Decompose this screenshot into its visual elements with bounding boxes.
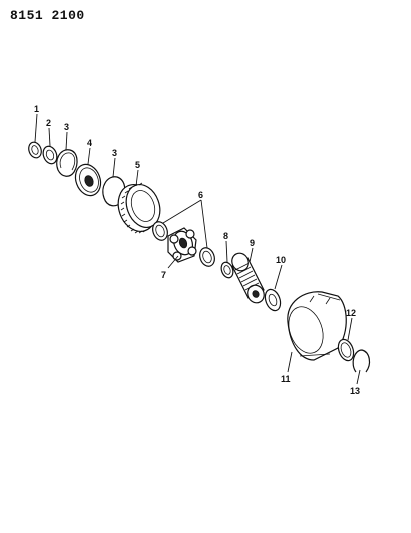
part-7-planet-carrier [167, 227, 197, 263]
part-2-bearing [42, 145, 58, 165]
part-8-washer [220, 261, 234, 279]
callout-6: 6 [198, 190, 203, 200]
callout-7: 7 [161, 270, 166, 280]
callout-10: 10 [276, 255, 286, 265]
part-4-disc [74, 163, 102, 197]
callout-1: 1 [34, 104, 39, 114]
part-1-washer [28, 141, 42, 159]
callout-8: 8 [223, 231, 228, 241]
part-11-drum-shell [287, 291, 347, 361]
callout-2: 2 [46, 118, 51, 128]
part-6-washer-b [199, 247, 215, 267]
part-9-sun-gear [231, 252, 265, 304]
callout-13: 13 [350, 386, 360, 396]
callout-3-upper: 3 [64, 122, 69, 132]
part-10-thrust-washer [264, 288, 282, 312]
part-5-ring-gear [117, 182, 161, 234]
callout-4: 4 [87, 138, 92, 148]
callout-11: 11 [281, 374, 291, 384]
leader-lines [34, 113, 361, 385]
callout-3-lower: 3 [112, 148, 117, 158]
callout-5: 5 [135, 160, 140, 170]
callout-9: 9 [250, 238, 255, 248]
part-3-snap-ring-upper [56, 149, 78, 177]
part-12-snap-ring [337, 338, 355, 362]
part-13-snap-ring [352, 349, 371, 373]
part-6-washer-a [152, 221, 168, 241]
callout-labels: 1 2 3 4 3 5 6 7 8 9 10 11 12 13 [34, 104, 360, 396]
diagram-id: 8151 2100 [10, 8, 85, 23]
callout-12: 12 [346, 308, 356, 318]
